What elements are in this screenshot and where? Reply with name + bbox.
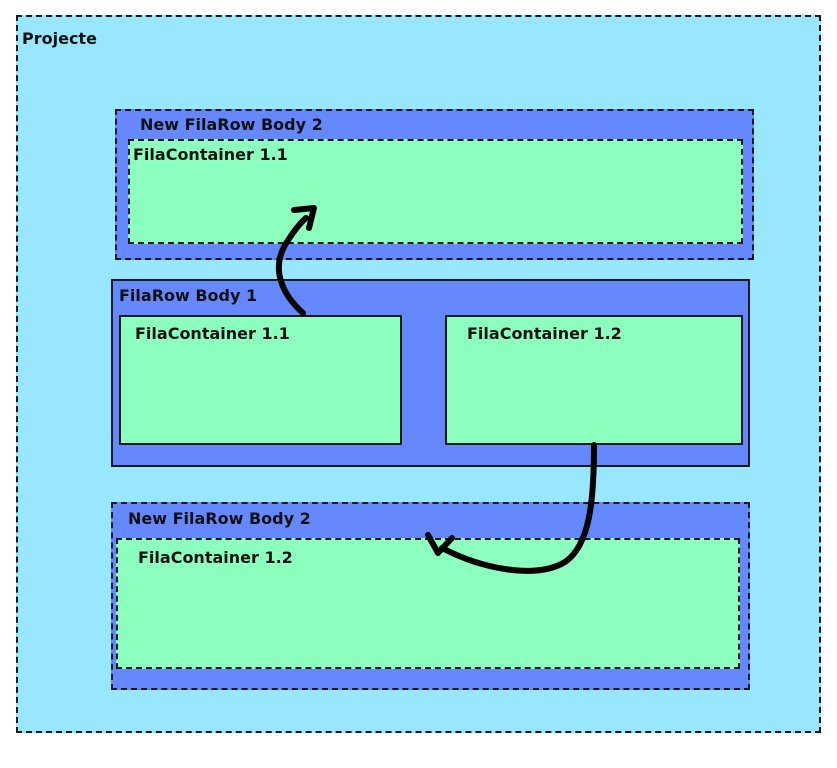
- new-row-bottom-container-1-2-label: FilaContainer 1.2: [138, 548, 293, 567]
- new-row-body-bottom-label: New FilaRow Body 2: [128, 509, 311, 528]
- new-row-top-container-1-1: [128, 139, 743, 244]
- row-body-1-container-1-2-label: FilaContainer 1.2: [467, 324, 622, 343]
- new-row-top-container-1-1-label: FilaContainer 1.1: [133, 145, 288, 164]
- row-body-1-container-1-1-label: FilaContainer 1.1: [135, 324, 290, 343]
- row-body-1-container-1-2: [445, 315, 743, 445]
- row-body-1-container-1-1: [119, 315, 402, 445]
- row-body-1-label: FilaRow Body 1: [119, 286, 258, 305]
- project-label: Projecte: [22, 29, 97, 48]
- new-row-body-top-label: New FilaRow Body 2: [140, 115, 323, 134]
